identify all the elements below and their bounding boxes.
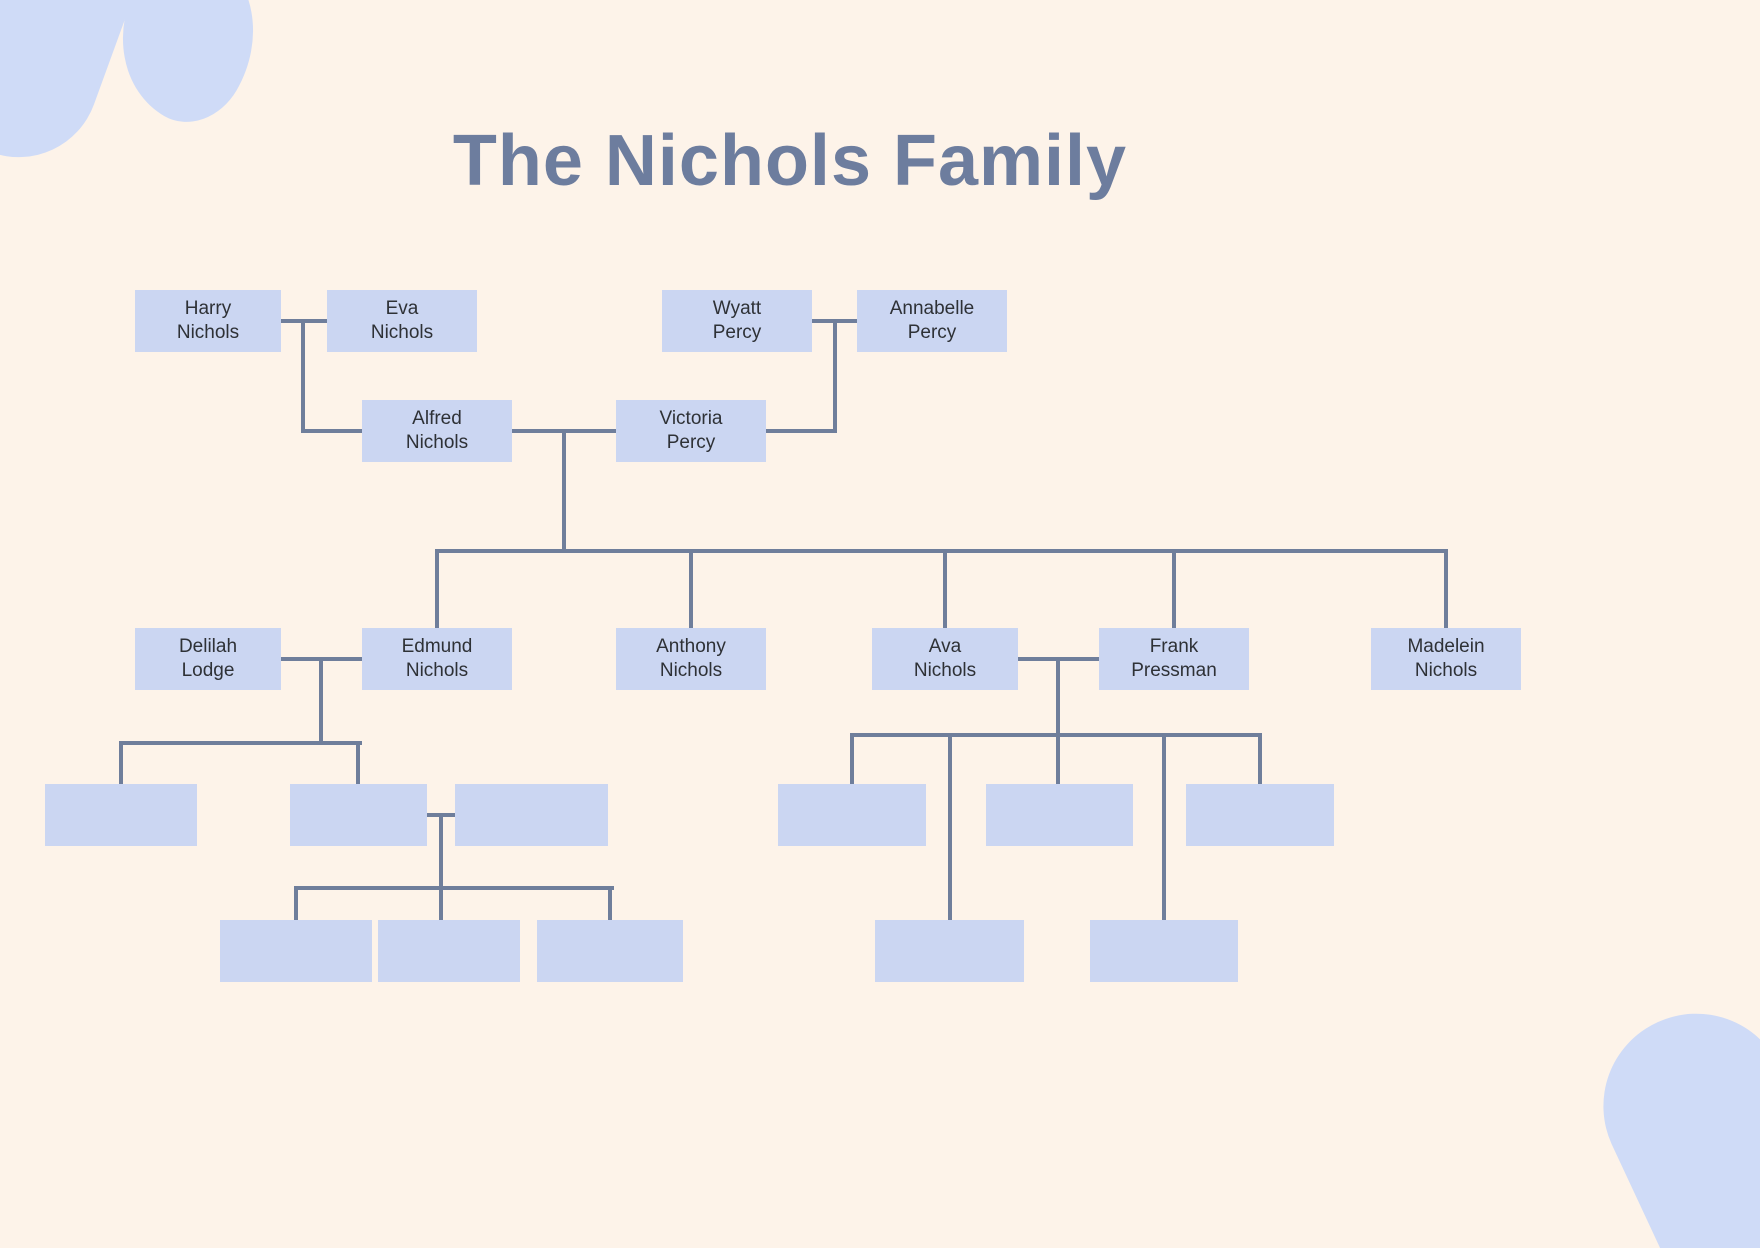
person-box-annabelle-percy: Annabelle Percy [857,290,1007,352]
person-surname: Pressman [1131,660,1217,681]
descent-line-to-alfred [301,429,362,433]
sibling-line-right-branch [850,733,1262,737]
person-box-edmund-nichols: Edmund Nichols [362,628,512,690]
person-name: Annabelle [889,298,975,319]
empty-member-box [455,784,608,846]
person-name: Anthony [656,636,726,657]
empty-member-box [45,784,197,846]
empty-member-box [875,920,1024,982]
descent-line-delilah-edmund [319,657,323,745]
person-box-frank-pressman: Frank Pressman [1099,628,1249,690]
sibling-line-left-branch [119,741,362,745]
sibling-line-generation3 [435,549,1448,553]
person-box-delilah-lodge: Delilah Lodge [135,628,281,690]
person-surname: Nichols [405,660,469,681]
person-box-madelein-nichols: Madelein Nichols [1371,628,1521,690]
person-box-anthony-nichols: Anthony Nichols [616,628,766,690]
descent-line-harry-eva [301,319,305,433]
drop-line-ava [943,549,947,628]
person-box-eva-nichols: Eva Nichols [327,290,477,352]
descent-line-left-grandchildren [439,813,443,920]
person-box-victoria-percy: Victoria Percy [616,400,766,462]
person-surname: Nichols [913,660,977,681]
descent-line-wyatt-annabelle [833,319,837,433]
drop-line-right-child-5 [1258,733,1262,784]
drop-line-anthony [689,549,693,628]
empty-member-box [1090,920,1238,982]
drop-line-left-grandchild-1 [294,886,298,920]
empty-member-box [378,920,520,982]
person-box-alfred-nichols: Alfred Nichols [362,400,512,462]
person-name: Eva [385,298,419,319]
person-name: Edmund [401,636,473,657]
person-name: Wyatt [712,298,762,319]
corner-blob-bottom-right [1573,983,1760,1248]
descent-line-alfred-victoria [562,429,566,553]
empty-member-box [986,784,1133,846]
empty-member-box [1186,784,1334,846]
person-name: Alfred [412,408,462,429]
drop-line-right-child-4 [1162,733,1166,920]
drop-line-edmund [435,549,439,628]
person-surname: Nichols [405,432,469,453]
drop-line-left-child-2 [356,741,360,784]
person-name: Harry [184,298,232,319]
person-surname: Lodge [181,660,235,681]
drop-line-left-grandchild-3 [608,886,612,920]
drop-line-frank [1172,549,1176,628]
descent-line-ava-frank [1056,657,1060,784]
person-name: Madelein [1407,636,1485,657]
empty-member-box [290,784,427,846]
descent-line-to-victoria [766,429,837,433]
person-box-ava-nichols: Ava Nichols [872,628,1018,690]
person-surname: Percy [712,322,762,343]
drop-line-left-child-1 [119,741,123,784]
drop-line-right-child-2 [948,733,952,920]
person-surname: Nichols [659,660,723,681]
person-surname: Nichols [1414,660,1478,681]
empty-member-box [220,920,372,982]
person-surname: Nichols [370,322,434,343]
person-name: Victoria [659,408,723,429]
person-surname: Percy [666,432,716,453]
empty-member-box [778,784,926,846]
person-name: Frank [1149,636,1199,657]
person-surname: Nichols [176,322,240,343]
person-name: Ava [928,636,962,657]
empty-member-box [537,920,683,982]
sibling-line-left-grandchildren [294,886,614,890]
person-box-harry-nichols: Harry Nichols [135,290,281,352]
person-box-wyatt-percy: Wyatt Percy [662,290,812,352]
drop-line-right-child-1 [850,733,854,784]
person-name: Delilah [178,636,238,657]
person-surname: Percy [907,322,957,343]
drop-line-madelein [1444,549,1448,628]
page-title: The Nichols Family [452,121,1128,201]
